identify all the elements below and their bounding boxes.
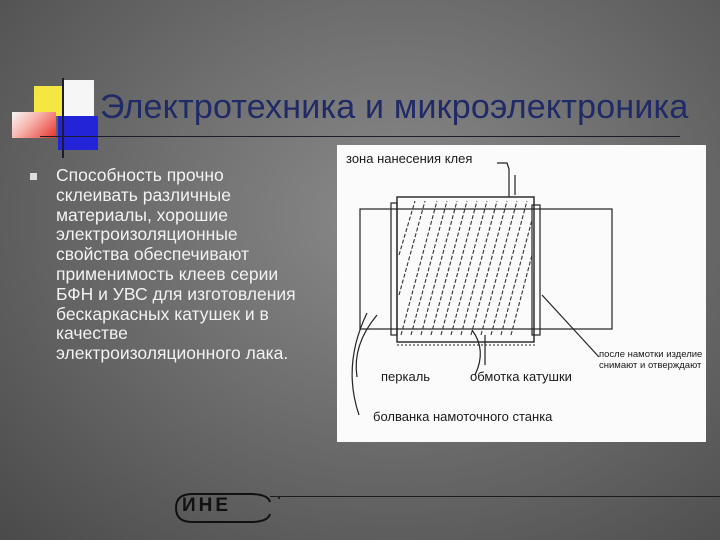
coil-diagram: зона нанесения клея перкаль обмотка кату… <box>337 145 706 442</box>
label-winding: обмотка катушки <box>470 369 572 384</box>
coil-flange-left <box>390 202 398 336</box>
bullet-marker <box>30 173 37 180</box>
deco-blue-square <box>58 116 98 150</box>
deco-yellow-square <box>34 86 64 116</box>
logo-text: ИНЕ <box>182 495 232 516</box>
glue-zone-leader <box>497 162 510 197</box>
coil-flange-right <box>531 204 541 336</box>
label-mandrel: болванка намоточного станка <box>373 409 553 424</box>
mandrel-arrow <box>351 312 368 416</box>
coil-drawing <box>351 162 613 416</box>
deco-white-square <box>64 80 94 116</box>
deco-red-square <box>12 112 56 138</box>
bullet-text: Способность прочно склеивать различные м… <box>56 165 296 364</box>
bottom-rule <box>270 496 720 497</box>
coil-windings <box>398 200 533 336</box>
deco-vertical-line <box>62 78 64 158</box>
ine-logo: ИНЕ <box>170 490 370 526</box>
slide-title: Электротехника и микроэлектроника <box>100 88 689 126</box>
removed-leader <box>541 294 600 358</box>
label-percale: перкаль <box>381 369 431 384</box>
mandrel-outline <box>359 208 613 330</box>
percale-arrow <box>355 314 378 378</box>
title-underline <box>40 136 680 137</box>
label-glue-zone: зона нанесения клея <box>346 151 473 166</box>
winding-leader <box>471 329 481 376</box>
label-removed: после намотки изделие снимают и отвержда… <box>599 349 703 371</box>
